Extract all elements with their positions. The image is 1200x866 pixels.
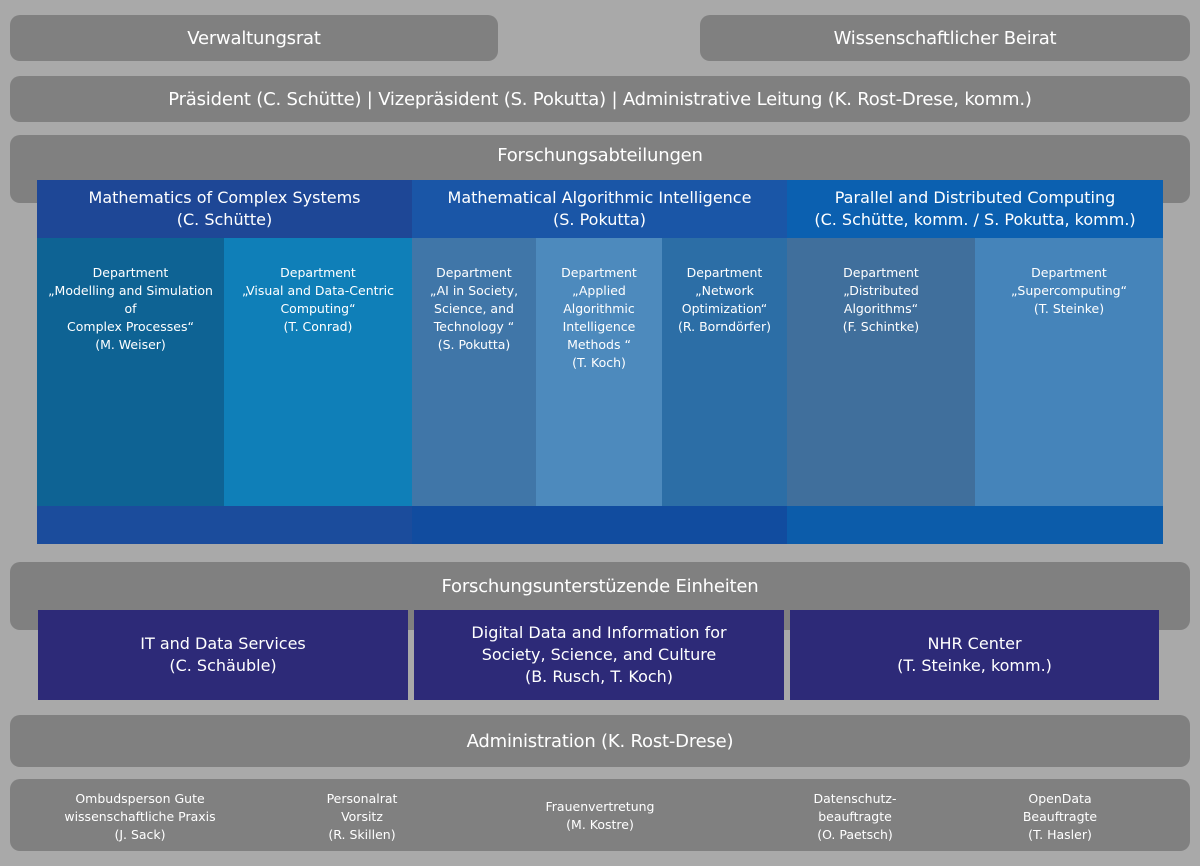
datenschutz: Datenschutz- beauftragte (O. Paetsch) xyxy=(813,791,897,842)
opendata: OpenData Beauftragte (T. Hasler) xyxy=(1022,791,1098,842)
section-complex-systems-title: Mathematics of Complex Systems (C. Schüt… xyxy=(37,180,412,238)
section-complex-systems: Mathematics of Complex Systems (C. Schüt… xyxy=(37,180,412,544)
dept-network-optimization: Department „Network Optimization“ (R. Bo… xyxy=(662,238,787,506)
dept-applied-algorithmic: Department „Applied Algorithmic Intellig… xyxy=(536,238,662,506)
section-parallel-distributed-title: Parallel and Distributed Computing (C. S… xyxy=(787,180,1163,238)
section-parallel-distributed: Parallel and Distributed Computing (C. S… xyxy=(787,180,1163,544)
beirat-label: Wissenschaftlicher Beirat xyxy=(833,27,1057,49)
dept-visual-data-centric: Department „Visual and Data-Centric Comp… xyxy=(224,238,412,506)
dept-modelling-simulation: Department „Modelling and Simulation of … xyxy=(37,238,224,506)
frauenvertretung: Frauenvertretung (M. Kostre) xyxy=(545,799,655,832)
beirat-box: Wissenschaftlicher Beirat xyxy=(700,15,1190,61)
verwaltungsrat-label: Verwaltungsrat xyxy=(187,27,321,49)
personalrat: Personalrat Vorsitz (R. Skillen) xyxy=(326,791,398,842)
administration-label: Administration (K. Rost-Drese) xyxy=(466,730,734,752)
section-algorithmic-intelligence-footer xyxy=(412,506,787,544)
leadership-box: Präsident (C. Schütte) | Vizepräsident (… xyxy=(10,76,1190,122)
unit-digital-data: Digital Data and Information for Society… xyxy=(414,610,784,700)
section-parallel-distributed-footer xyxy=(787,506,1163,544)
research-title: Forschungsabteilungen xyxy=(497,145,703,166)
unit-it-data-services: IT and Data Services (C. Schäuble) xyxy=(38,610,408,700)
bottom-bar xyxy=(10,779,1190,851)
leadership-label: Präsident (C. Schütte) | Vizepräsident (… xyxy=(168,88,1032,110)
support-title: Forschungsunterstüzende Einheiten xyxy=(441,576,759,597)
section-algorithmic-intelligence: Mathematical Algorithmic Intelligence (S… xyxy=(412,180,787,544)
dept-supercomputing: Department „Supercomputing“ (T. Steinke) xyxy=(975,238,1163,506)
administration-box: Administration (K. Rost-Drese) xyxy=(10,715,1190,767)
dept-distributed-algorithms: Department „Distributed Algorithms“ (F. … xyxy=(787,238,975,506)
unit-nhr-center: NHR Center (T. Steinke, komm.) xyxy=(790,610,1159,700)
verwaltungsrat-box: Verwaltungsrat xyxy=(10,15,498,61)
dept-ai-society: Department „AI in Society, Science, and … xyxy=(412,238,536,506)
section-complex-systems-footer xyxy=(37,506,412,544)
ombudsperson: Ombudsperson Gute wissenschaftliche Prax… xyxy=(64,791,216,842)
section-algorithmic-intelligence-title: Mathematical Algorithmic Intelligence (S… xyxy=(412,180,787,238)
